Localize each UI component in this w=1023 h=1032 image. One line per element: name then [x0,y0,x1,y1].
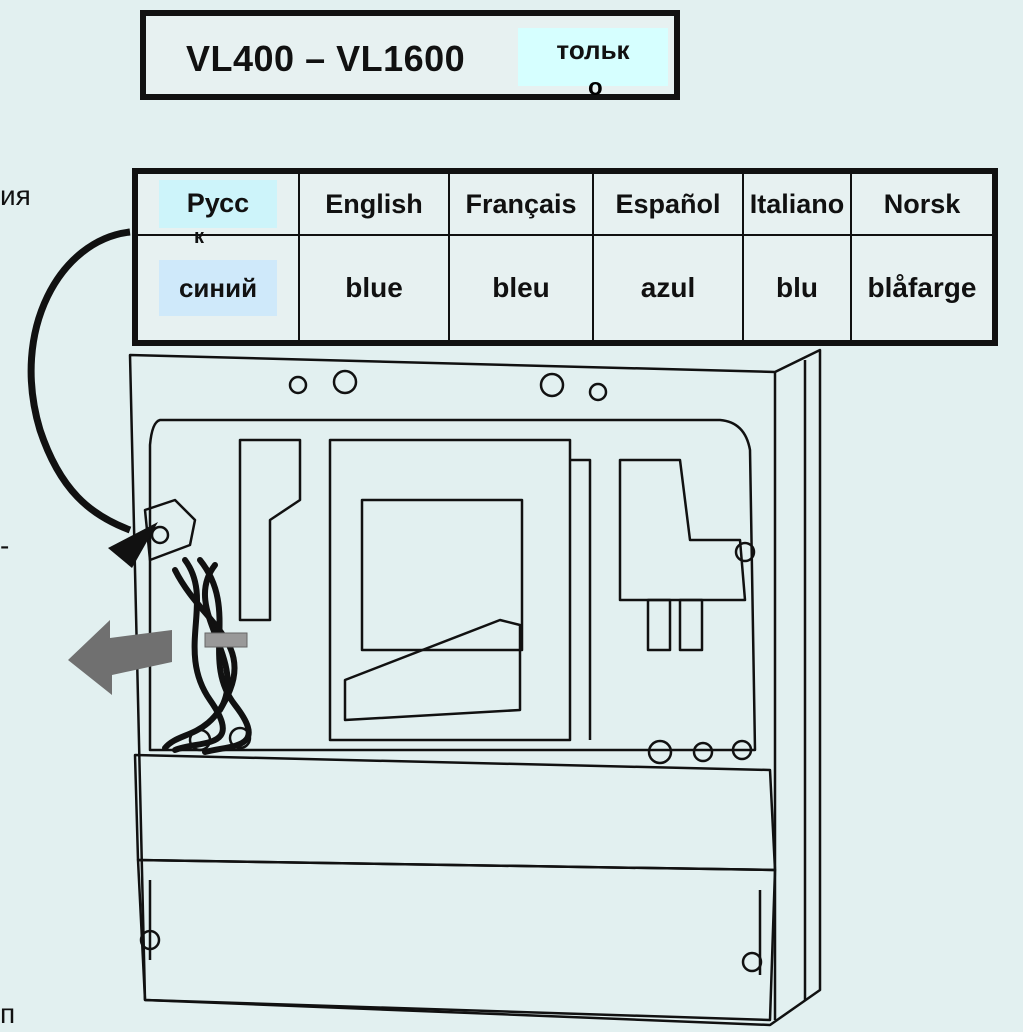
screw-icon [539,372,565,398]
clamp-screw-icon [150,525,170,545]
wire-bundle [162,557,252,755]
front-cover-lower [136,858,777,1022]
header-cell-french: Français [448,170,594,236]
cover-latches [148,880,762,975]
pointer-curve-arrow [27,228,132,534]
right-contact [646,598,672,652]
title-note-highlight: тольк [518,28,668,86]
relay-armature [343,618,522,722]
title-note-tail: о [588,74,603,101]
relay-window [360,498,524,652]
header-cell-spanish: Español [592,170,744,236]
relay-side-plate [570,458,592,740]
wire-color-table: Русс к English Français Español Italiano… [132,168,998,346]
value-cell-italian: blu [742,234,852,344]
title-note-text: тольк [556,35,630,65]
value-cell-spanish: azul [592,234,744,344]
edge-text-bottom: п [0,998,16,1029]
relay-housing [328,438,572,742]
left-bracket [238,438,302,622]
screw-icon [332,369,358,395]
header-cell-norwegian: Norsk [850,170,996,236]
screw-icon [588,382,608,402]
right-terminal-block [618,458,747,602]
header-cell-italian: Italiano [742,170,852,236]
table-value-row: синий blue bleu azul blu blåfarge [134,234,996,344]
screw-icon [139,929,161,951]
russian-value-highlight: синий [159,260,277,316]
model-range-title: VL400 – VL1600 [186,38,466,79]
screw-icon [734,541,756,563]
title-box: VL400 – VL1600 тольк о [140,10,680,101]
value-cell-russian: синий [134,234,300,344]
screw-icon [731,739,753,761]
cable-tie [204,632,248,648]
header-cell-english: English [298,170,450,236]
front-cover-upper [133,753,777,872]
value-cell-french: bleu [448,234,594,344]
screw-icon [647,739,673,765]
left-clamp [143,498,197,562]
value-cell-norwegian: blåfarge [850,234,996,344]
grey-direction-arrow-icon [68,620,172,695]
inner-cavity [148,418,757,752]
edge-text-top: ия [0,180,31,211]
russian-header-highlight: Русс [159,180,277,228]
right-contact [678,598,704,652]
pointer-arrowhead-icon [108,522,158,568]
value-cell-english: blue [298,234,450,344]
header-cell-russian: Русс к [134,170,300,248]
table-header-row: Русс к English Français Español Italiano… [134,170,996,248]
edge-text-middle: - [0,530,10,561]
screw-icon [741,951,763,973]
screw-icon [692,741,714,763]
screw-icon [288,375,308,395]
